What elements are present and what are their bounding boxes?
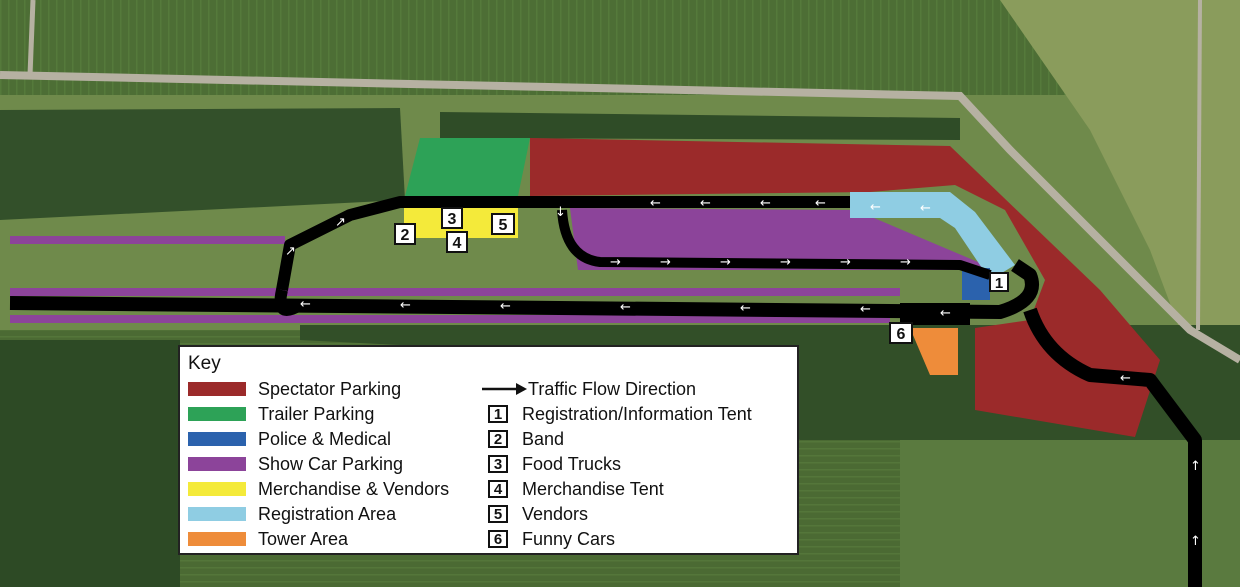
flow-arrow-icon: ← [815,196,826,211]
flow-arrow-icon: ← [300,297,311,312]
flow-arrow-icon: ← [400,298,411,313]
map-marker-5: 5 [491,213,515,235]
tower-area-swatch [188,532,246,546]
flow-arrow-icon: ← [500,299,511,314]
legend-item-traffic-flow: Traffic Flow Direction [480,378,696,400]
flow-arrow-icon: ← [1120,371,1131,386]
flow-arrow-icon: ← [860,302,871,317]
gravel-road-west [27,0,36,76]
gravel-road-east [1196,0,1202,331]
registration-area-swatch [188,507,246,521]
show-car-parking-strip-west [10,236,285,244]
legend-item-spectator-parking: Spectator Parking [188,378,401,400]
legend-item-point-1: 1 Registration/Information Tent [488,403,752,425]
flow-arrow-icon: → [720,255,731,270]
trailer-parking-swatch [188,407,246,421]
main-road-loop [276,196,850,292]
number-3-icon: 3 [488,455,508,473]
map-legend: Key Spectator Parking Trailer Parking Po… [178,345,799,555]
show-car-parking-strip-long-top [10,288,900,296]
show-car-parking-swatch [188,457,246,471]
flow-arrow-icon: ↑ [1190,534,1201,549]
long-road [9,259,1039,319]
map-marker-1: 1 [989,272,1009,292]
legend-item-point-4: 4 Merchandise Tent [488,478,664,500]
flow-arrow-icon: ← [760,196,771,211]
exit-road [1023,307,1202,587]
legend-title: Key [188,353,221,374]
registration-area-zone [850,192,1015,280]
map-marker-3: 3 [441,207,463,229]
svg-text:4: 4 [453,235,462,252]
map-marker-4: 4 [446,231,468,253]
merchandise-vendors-swatch [188,482,246,496]
legend-item-tower-area: Tower Area [188,528,348,550]
number-2-icon: 2 [488,430,508,448]
police-medical-swatch [188,432,246,446]
svg-text:3: 3 [448,211,457,228]
inner-road [557,209,992,280]
flow-arrow-icon: ↗ [285,244,296,259]
flow-arrow-icon: → [660,255,671,270]
legend-item-merchandise-vendors: Merchandise & Vendors [188,478,449,500]
number-5-icon: 5 [488,505,508,523]
flow-arrow-icon: → [900,255,911,270]
flow-arrow-icon: ← [940,306,951,321]
svg-text:5: 5 [499,217,508,234]
flow-arrow-icon: ← [700,196,711,211]
flow-arrow-icon: → [610,255,621,270]
legend-item-registration-area: Registration Area [188,503,396,525]
show-car-parking-area [570,208,985,270]
flow-arrow-icon: ← [650,196,661,211]
flow-arrow-icon: ↑ [1190,459,1201,474]
flow-arrow-icon: ← [870,200,881,215]
legend-item-police-medical: Police & Medical [188,428,391,450]
traffic-flow-arrows: ← ← ← ← ← ← → → → → → → ← ← ← ← ← ← ← ← … [285,196,1201,549]
number-4-icon: 4 [488,480,508,498]
legend-item-point-6: 6 Funny Cars [488,528,615,550]
gravel-road-north [0,71,1240,364]
west-loop-road [274,288,304,316]
number-6-icon: 6 [488,530,508,548]
spectator-parking-area [530,138,1160,437]
flow-arrow-icon: ↓ [555,205,566,220]
number-1-icon: 1 [488,405,508,423]
legend-item-show-car-parking: Show Car Parking [188,453,403,475]
svg-text:2: 2 [401,227,410,244]
legend-item-point-3: 3 Food Trucks [488,453,621,475]
map-marker-2: 2 [394,223,416,245]
flow-arrow-icon: ← [620,300,631,315]
arrow-right-icon [482,383,527,395]
show-car-parking-strip-long-bottom [10,315,890,323]
light-field-east [1000,0,1240,330]
tree-cluster-southwest [0,340,180,587]
flow-arrow-icon: → [780,255,791,270]
map-marker-6: 6 [889,322,913,344]
svg-text:1: 1 [995,275,1003,292]
legend-item-point-5: 5 Vendors [488,503,588,525]
parking-entry-bar [900,303,970,325]
flow-arrow-icon: ↗ [335,215,346,230]
flow-arrow-icon: ← [920,201,931,216]
spectator-parking-swatch [188,382,246,396]
field-southeast [900,440,1240,587]
tree-line-middle [440,112,960,140]
legend-item-trailer-parking: Trailer Parking [188,403,374,425]
trailer-parking-area [405,138,530,196]
svg-text:6: 6 [897,326,906,343]
flow-arrow-icon: → [840,255,851,270]
legend-item-point-2: 2 Band [488,428,564,450]
tree-line-west [0,108,405,220]
tower-area [910,328,958,375]
flow-arrow-icon: ← [740,301,751,316]
